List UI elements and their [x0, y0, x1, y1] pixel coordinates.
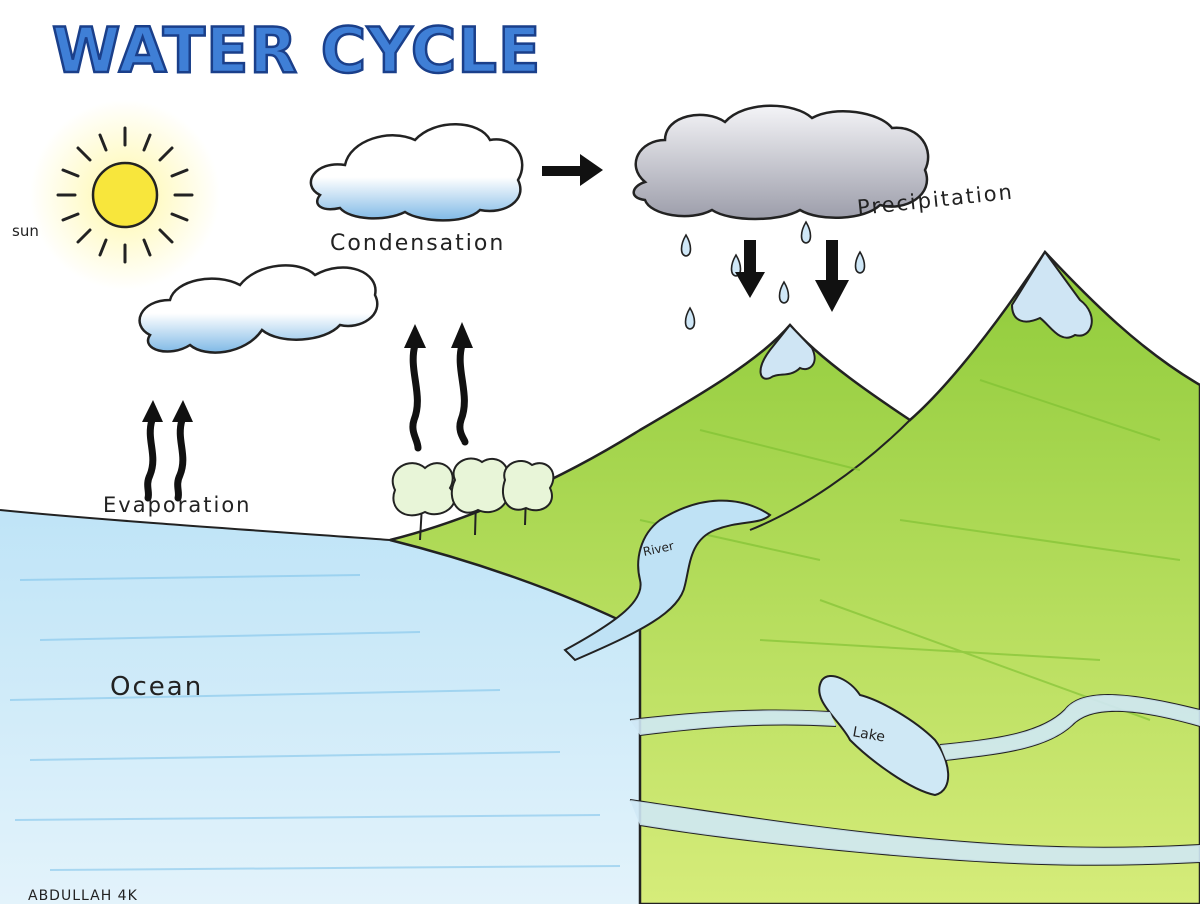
lake: [818, 675, 950, 797]
condensation-label: Condensation: [330, 231, 505, 256]
rain-drops: [680, 220, 866, 330]
signature: ABDULLAH 4K: [28, 888, 138, 904]
evaporation-arrows-icon: [144, 416, 187, 502]
ocean-label: Ocean: [110, 672, 203, 702]
transpiration-arrows-icon: [409, 341, 469, 452]
evaporation-cloud: [138, 264, 379, 354]
arrow-down-icon: [735, 240, 849, 312]
river-label: River: [642, 539, 675, 559]
ocean: [0, 510, 640, 904]
evaporation-label: Evaporation: [103, 493, 251, 517]
sun-label: sun: [12, 222, 39, 240]
condensation-cloud: [309, 123, 524, 222]
arrow-right-icon: [542, 154, 603, 186]
trees: [391, 457, 555, 541]
page-title: WATER CYCLE: [52, 14, 541, 87]
rain-cloud: [632, 104, 930, 221]
sun-icon: [30, 100, 220, 290]
lake-label: Lake: [851, 724, 886, 745]
river: [563, 499, 772, 662]
